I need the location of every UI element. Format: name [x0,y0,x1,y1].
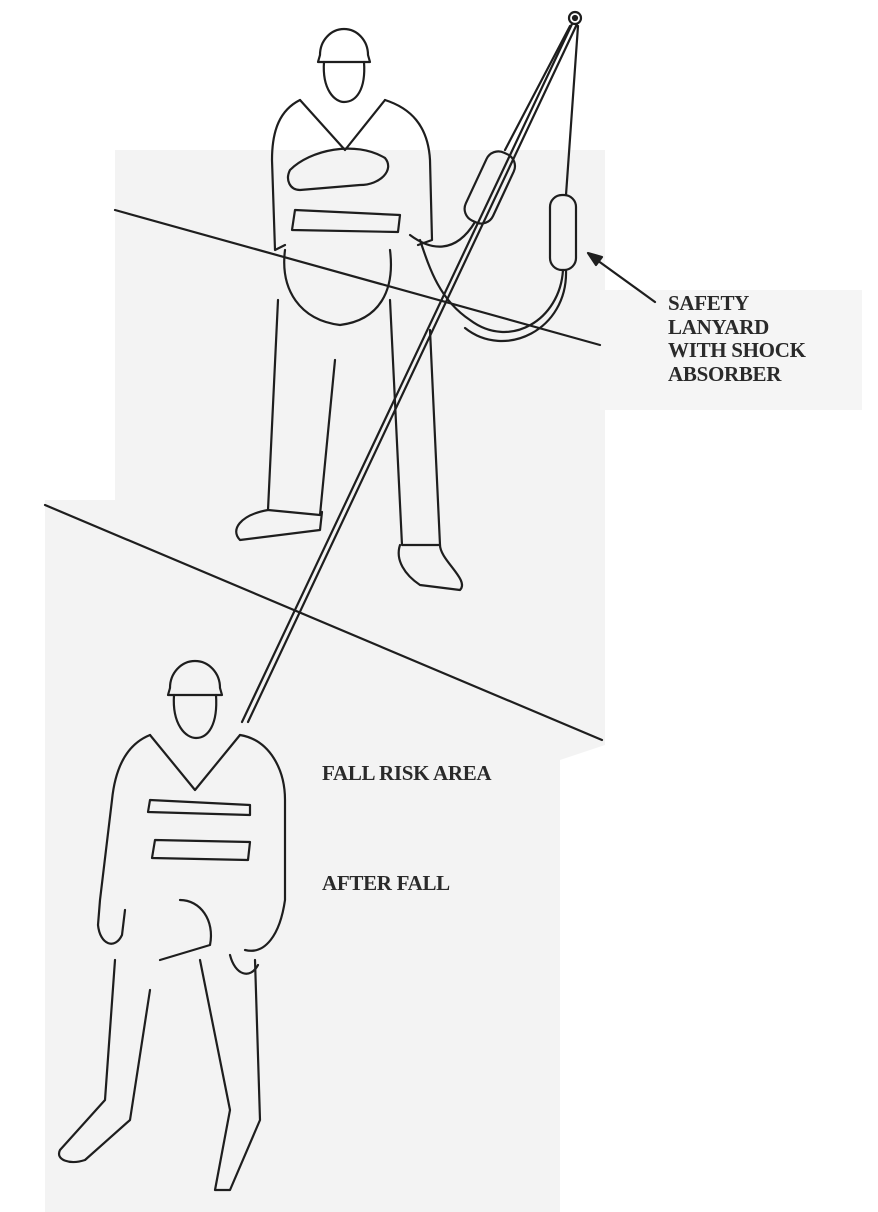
lanyard-label-line: LANYARD [668,314,769,339]
background-tint [45,150,862,1212]
fall-risk-area-label: FALL RISK AREA [322,761,492,785]
after-fall-label: AFTER FALL [322,871,450,895]
lifeline-rope [240,22,579,724]
lanyard-with-shock-absorbers [408,24,580,343]
standing-worker-figure [235,27,464,592]
lanyard-label-line: SAFETY [668,291,750,315]
label-arrow [586,251,657,304]
lower-edge-line [43,503,604,742]
lanyard-label: SAFETY LANYARD WITH SHOCK ABSORBER [668,291,806,386]
fallen-worker-figure [57,659,287,1192]
lanyard-label-line: ABSORBER [668,361,782,386]
upper-edge-line [113,208,602,347]
lanyard-label-line: WITH SHOCK [668,338,806,362]
anchor-point [567,10,583,26]
